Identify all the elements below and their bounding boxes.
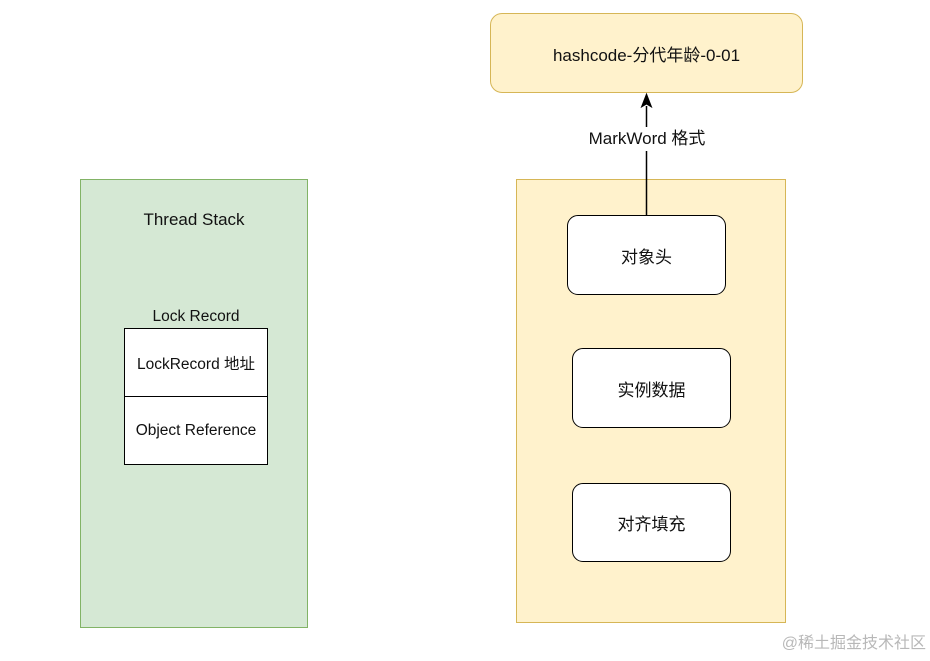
lock-record-address-cell: LockRecord 地址 (124, 328, 268, 397)
arrow-head-icon (640, 92, 653, 109)
object-header-box: 对象头 (567, 215, 726, 295)
object-reference-cell: Object Reference (124, 396, 268, 465)
padding-box: 对齐填充 (572, 483, 731, 562)
watermark: @稀土掘金技术社区 (781, 635, 926, 652)
markword-box: hashcode-分代年龄-0-01 (490, 13, 803, 93)
instance-data-box: 实例数据 (572, 348, 731, 428)
markword-edge-label: MarkWord 格式 (560, 127, 734, 151)
lock-record-label: Lock Record (152, 308, 240, 325)
thread-stack-title: Thread Stack (143, 210, 245, 229)
